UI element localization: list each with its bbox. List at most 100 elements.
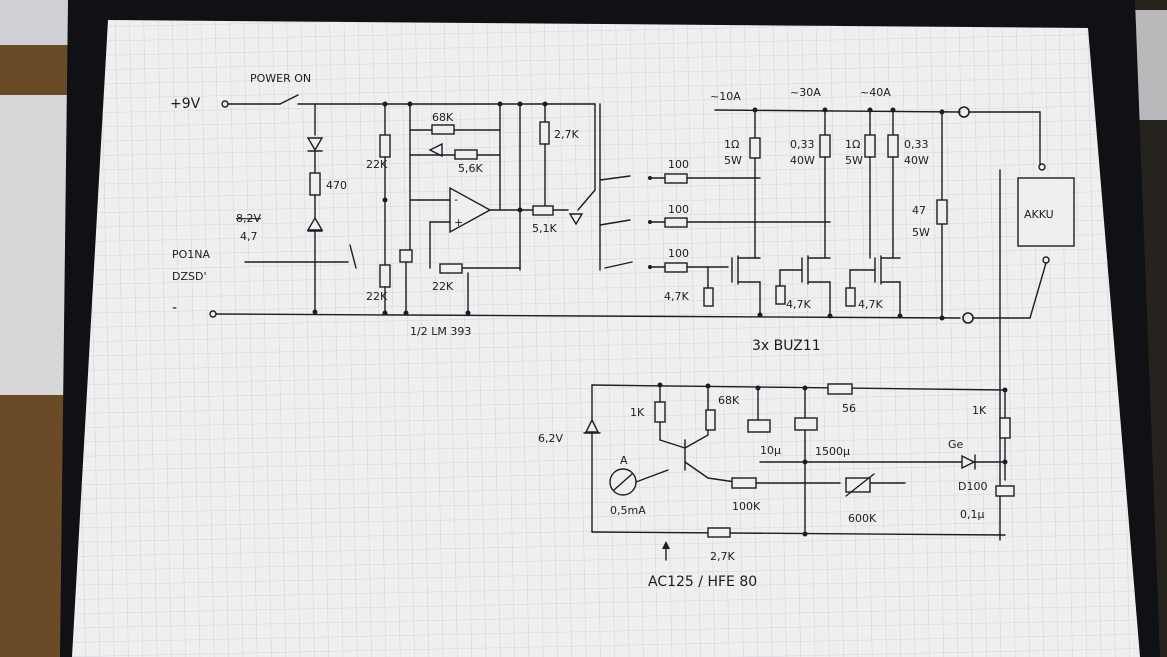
label-r56: 56 <box>842 402 856 415</box>
graph-paper-grid <box>72 20 1140 657</box>
comparator-section: 22K 22K 68K 5,6K - + 22K 1/2 LM 393 2,7 <box>366 103 596 338</box>
resistor-1ohm-b-icon <box>864 134 876 158</box>
capacitor-01u-icon <box>995 485 1015 497</box>
battery-icon <box>1017 177 1075 247</box>
resistor-100-a-icon <box>664 173 688 184</box>
resistor-68k-icon <box>431 124 455 135</box>
label-r27k-top: 2,7K <box>554 128 579 141</box>
resistor-22k-bottom-icon <box>379 264 391 288</box>
label-r470: 470 <box>326 179 347 192</box>
resistor-27k-top-icon <box>539 121 550 145</box>
resistor-51k-icon <box>532 205 554 216</box>
label-r1ohm-b: 1Ω <box>845 138 860 151</box>
resistor-22k-top-icon <box>379 134 391 158</box>
label-lm393: 1/2 LM 393 <box>410 325 471 338</box>
label-r100-b: 100 <box>668 203 689 216</box>
label-n40a: ~40A <box>860 86 891 99</box>
label-r68k-top: 68K <box>432 111 454 124</box>
label-c1500u: 1500µ <box>815 445 850 458</box>
label-r27k-b: 2,7K <box>710 550 735 563</box>
junction-dots <box>382 101 1008 537</box>
label-r033-b: 0,33 <box>904 138 929 151</box>
label-w5-b: 5W <box>845 154 863 167</box>
label-z47: 4,7 <box>240 230 258 243</box>
label-r47: 47 <box>912 204 926 217</box>
label-r51k: 5,1K <box>532 222 557 235</box>
label-r1k-a: 1K <box>630 406 645 419</box>
label-c10u: 10µ <box>760 444 781 457</box>
input-section: +9V POWER ON 470 8,2V 4,7 PO1NA DZSD' - <box>170 72 961 319</box>
meter-section: 6,2V 1K A 0,5mA 68K 10µ 1500µ 56 1K <box>538 383 1015 590</box>
label-z62: 6,2V <box>538 432 563 445</box>
resistor-56k-icon <box>454 149 478 160</box>
label-r1ohm-a: 1Ω <box>724 138 739 151</box>
resistor-22k-pot-icon <box>439 263 463 274</box>
resistor-47k-a-icon <box>703 287 714 307</box>
label-r22k-b: 22K <box>366 290 388 303</box>
label-n30a: ~30A <box>790 86 821 99</box>
resistor-100-c-icon <box>664 262 688 273</box>
resistor-47k-b-icon <box>775 285 786 305</box>
svg-text:-: - <box>454 193 458 206</box>
capacitor-10u-icon <box>747 419 771 433</box>
optocoupler-led-icon <box>568 213 584 226</box>
label-akku: AKKU <box>1024 208 1054 221</box>
resistor-100-b-icon <box>664 217 688 228</box>
mosfet-section: ~10A ~30A ~40A 100 100 100 1Ω 5W <box>599 86 1075 541</box>
label-n10a: ~10A <box>710 90 741 103</box>
label-r56k: 5,6K <box>458 162 483 175</box>
label-zener-crossed: 8,2V <box>236 212 261 225</box>
battery-plus-terminal <box>1038 163 1046 171</box>
diode-feedback-icon <box>428 142 443 158</box>
label-c01u: 0,1µ <box>960 508 985 521</box>
capacitor-small-icon <box>399 249 413 263</box>
power-switch-icon <box>279 94 299 105</box>
label-dzsd: DZSD' <box>172 270 206 283</box>
label-r47k-b: 4,7K <box>786 298 811 311</box>
label-r033-a: 0,33 <box>790 138 815 151</box>
label-r1k-b: 1K <box>972 404 987 417</box>
label-r47k-c: 4,7K <box>858 298 883 311</box>
label-r100-c: 100 <box>668 247 689 260</box>
label-ac125: AC125 / HFE 80 <box>648 574 757 590</box>
diode-d1001-icon <box>961 454 976 470</box>
label-r100k: 100K <box>732 500 761 513</box>
resistor-47-icon <box>936 199 948 225</box>
resistor-56-icon <box>827 383 853 395</box>
resistor-033-b-icon <box>887 134 899 158</box>
label-r600k: 600K <box>848 512 877 525</box>
zener-62v-icon <box>584 418 600 433</box>
label-r100-a: 100 <box>668 158 689 171</box>
resistor-470-icon <box>309 172 321 196</box>
resistor-1k-b-icon <box>999 417 1011 439</box>
label-meter-a: A <box>620 454 628 467</box>
svg-text:+: + <box>454 216 463 229</box>
label-w40-a: 40W <box>790 154 815 167</box>
led-icon <box>306 137 324 152</box>
resistor-68k-b-icon <box>705 409 716 431</box>
label-plus9v: +9V <box>170 96 201 112</box>
resistor-47k-c-icon <box>845 287 856 307</box>
zener-diode-icon <box>306 216 324 231</box>
resistor-100k-icon <box>731 477 757 489</box>
label-r68k-b: 68K <box>718 394 740 407</box>
resistor-1ohm-a-icon <box>749 137 761 159</box>
label-r22k-a: 22K <box>366 158 388 171</box>
label-d1001: D100 <box>958 480 987 493</box>
label-w40-b: 40W <box>904 154 929 167</box>
label-r22k-c: 22K <box>432 280 454 293</box>
detect-switch-icon <box>349 244 357 269</box>
label-m05ma: 0,5mA <box>610 504 646 517</box>
label-w5-c: 5W <box>912 226 930 239</box>
resistor-033-a-icon <box>819 134 831 158</box>
label-pojna: PO1NA <box>172 248 211 261</box>
label-r47k-a: 4,7K <box>664 290 689 303</box>
capacitor-1500u-icon <box>794 417 818 431</box>
resistor-27k-b-icon <box>707 527 731 538</box>
opamp-lm393-icon <box>449 186 492 234</box>
resistor-1k-a-icon <box>654 401 666 423</box>
label-w5-a: 5W <box>724 154 742 167</box>
label-buz11: 3x BUZ11 <box>752 338 821 354</box>
label-ge: Ge <box>948 438 964 451</box>
